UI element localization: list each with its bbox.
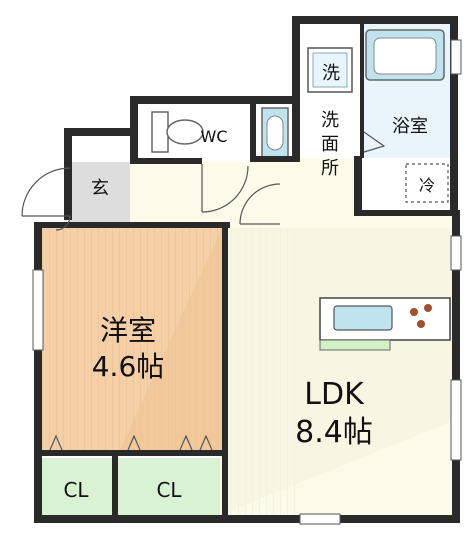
wash-machine-label: 洗	[322, 63, 340, 84]
ldk-size: 8.4帖	[295, 415, 373, 450]
fridge-space	[405, 163, 449, 203]
western-room-shade	[120, 228, 222, 450]
washroom-label-1: 洗	[321, 110, 339, 131]
closet-left-label: CL	[63, 478, 89, 502]
closet-right-label: CL	[156, 478, 182, 502]
bath-label: 浴室	[392, 116, 428, 137]
closet-right-floor	[118, 458, 220, 515]
washroom-label-2: 面	[321, 134, 339, 155]
entrance-floor	[70, 162, 130, 224]
western-room-name: 洋室	[100, 314, 156, 347]
stove-burner	[417, 320, 425, 328]
stove-burner	[424, 304, 432, 312]
toilet	[151, 111, 169, 153]
counter-front	[319, 339, 391, 351]
doors	[21, 131, 386, 451]
wc-label: WC	[201, 127, 228, 146]
fridge-label: 冷	[419, 176, 435, 195]
walls	[34, 16, 460, 523]
entrance-label: 玄	[91, 178, 109, 199]
western-room-size: 4.6帖	[92, 350, 165, 383]
kitchen-sink	[333, 305, 393, 331]
stove-burner	[410, 308, 418, 316]
closet-left-floor	[40, 458, 112, 515]
washroom-label-3: 所	[321, 158, 339, 179]
windows	[32, 39, 462, 525]
ldk-name: LDK	[304, 377, 365, 412]
hall-floor	[130, 162, 222, 228]
